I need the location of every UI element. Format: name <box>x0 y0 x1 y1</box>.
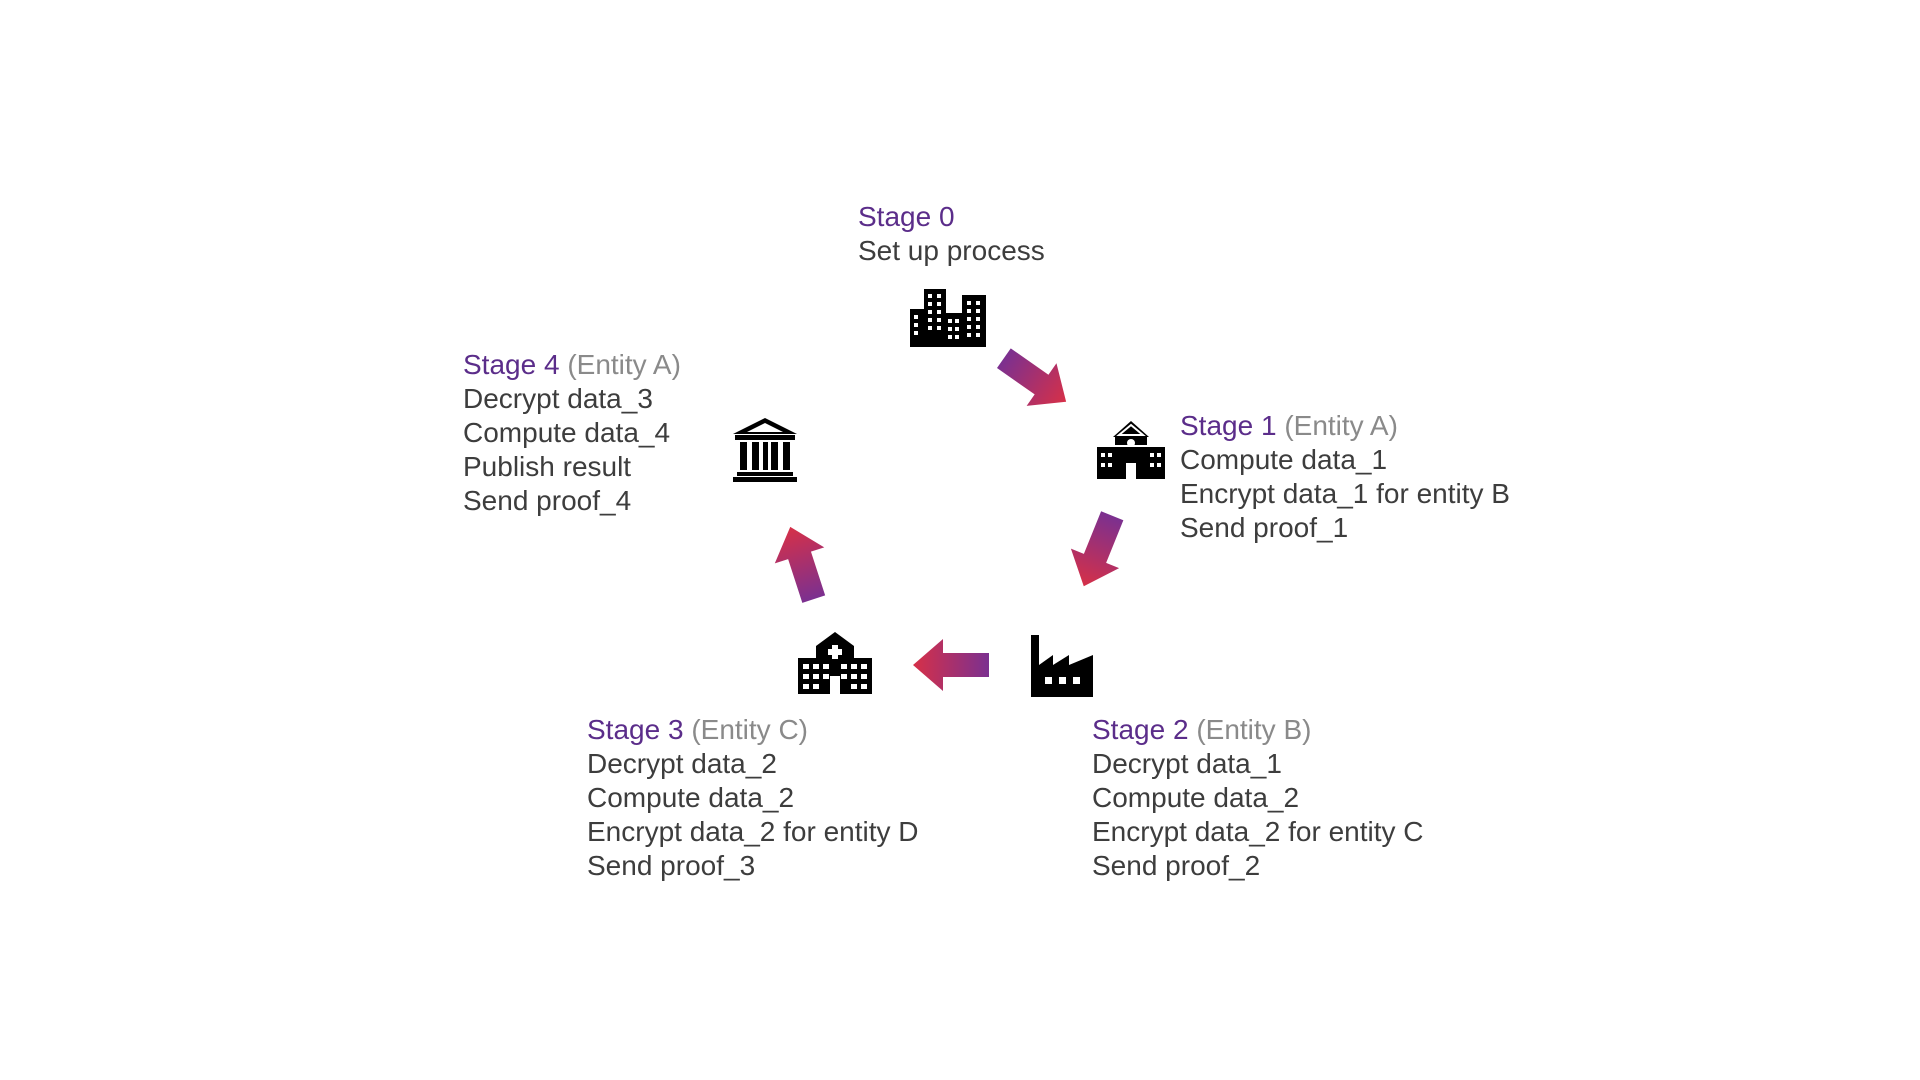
stage-2-line-4: Send proof_2 <box>1092 850 1261 881</box>
stage-0-label: Stage 0 Set up process <box>858 200 1045 268</box>
arrow-stage-2-to-3-shape <box>913 639 989 691</box>
city-buildings-icon <box>910 289 986 347</box>
stage-4-line-2: Compute data_4 <box>463 417 671 448</box>
stage-4-line-4: Send proof_4 <box>463 485 632 516</box>
stage-4-title: Stage 4 <box>463 349 560 380</box>
stage-3-entity: (Entity C) <box>691 714 808 745</box>
stage-1-label: Stage 1 (Entity A) Compute data_1 Encryp… <box>1180 409 1510 545</box>
arrow-stage-1-to-2-shape <box>1070 511 1124 587</box>
arrow-stage-0-to-1-shape <box>996 348 1067 406</box>
arrow-stage-3-to-4-shape <box>774 526 826 603</box>
stage-0-line-1: Set up process <box>858 235 1045 266</box>
stage-2-entity: (Entity B) <box>1196 714 1312 745</box>
stage-0-title: Stage 0 <box>858 201 955 232</box>
bank-icon <box>733 418 797 482</box>
factory-icon <box>1031 635 1093 697</box>
stage-2-line-2: Compute data_2 <box>1092 782 1300 813</box>
stage-1-line-3: Send proof_1 <box>1180 512 1349 543</box>
stage-1-title: Stage 1 <box>1180 410 1277 441</box>
stage-2-title: Stage 2 <box>1092 714 1189 745</box>
stage-3-line-3: Encrypt data_2 for entity D <box>587 816 919 847</box>
stage-4-entity: (Entity A) <box>567 349 681 380</box>
stage-3-label: Stage 3 (Entity C) Decrypt data_2 Comput… <box>587 713 919 883</box>
hospital-icon <box>798 632 872 694</box>
stage-3-line-2: Compute data_2 <box>587 782 795 813</box>
stage-4-line-3: Publish result <box>463 451 632 482</box>
stage-4-line-1: Decrypt data_3 <box>463 383 653 414</box>
stage-3-title: Stage 3 <box>587 714 684 745</box>
stage-3-line-1: Decrypt data_2 <box>587 748 777 779</box>
school-icon <box>1097 421 1165 479</box>
stage-4-label: Stage 4 (Entity A) Decrypt data_3 Comput… <box>463 348 681 518</box>
stage-1-entity: (Entity A) <box>1284 410 1398 441</box>
stage-1-line-1: Compute data_1 <box>1180 444 1388 475</box>
stage-2-label: Stage 2 (Entity B) Decrypt data_1 Comput… <box>1092 713 1424 883</box>
stage-3-line-4: Send proof_3 <box>587 850 756 881</box>
stage-1-line-2: Encrypt data_1 for entity B <box>1180 478 1510 509</box>
stage-2-line-3: Encrypt data_2 for entity C <box>1092 816 1424 847</box>
stage-2-line-1: Decrypt data_1 <box>1092 748 1282 779</box>
